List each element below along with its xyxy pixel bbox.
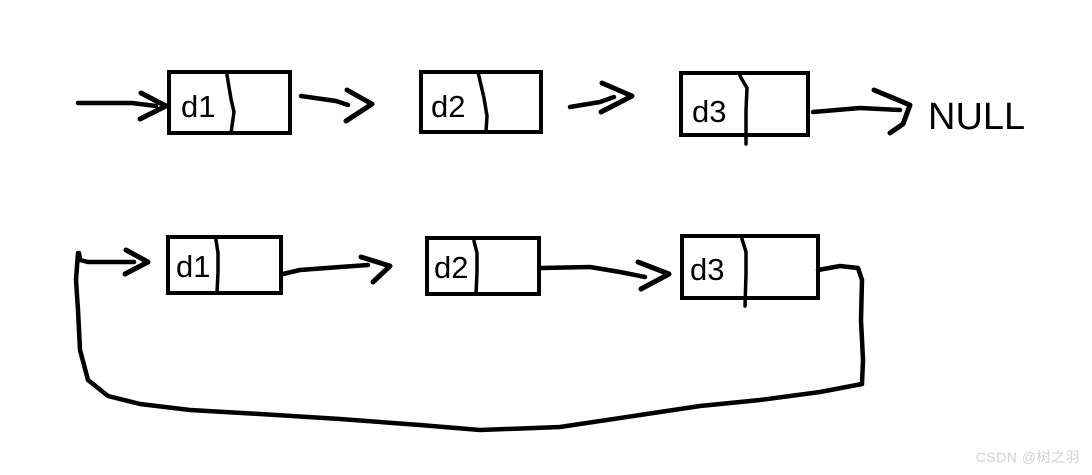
row1-node-d3: d3 — [679, 71, 810, 146]
row2-node-d3: d3 — [680, 234, 820, 308]
row2-node-d1: d1 — [166, 235, 283, 295]
row2-loopback-path — [73, 250, 866, 433]
row2-head-arrow — [76, 247, 151, 277]
row1-node-d2: d2 — [419, 70, 543, 134]
row1-arrow-d1-to-d2 — [298, 87, 375, 124]
row2-arrow-d1-to-d2 — [280, 254, 393, 285]
row2-node-d2-label: d2 — [434, 250, 468, 285]
row2-arrow-d2-to-d3 — [538, 259, 672, 292]
row1-node-d2-label: d2 — [431, 89, 465, 124]
row2-node-d2: d2 — [425, 236, 541, 296]
row1-head-arrow — [75, 90, 169, 122]
csdn-watermark: CSDN @树之羽 — [975, 449, 1080, 465]
row1-node-d1: d1 — [167, 70, 292, 135]
row1-arrow-d2-to-d3 — [567, 80, 635, 115]
row1-null-terminator-label: NULL — [928, 96, 1025, 138]
row2-node-d1-label: d1 — [176, 249, 210, 284]
row1-node-d3-label: d3 — [692, 94, 726, 129]
row1-node-d1-label: d1 — [181, 89, 215, 124]
row2-node-d3-label: d3 — [690, 252, 724, 287]
row1-arrow-d3-to-null — [810, 87, 913, 136]
